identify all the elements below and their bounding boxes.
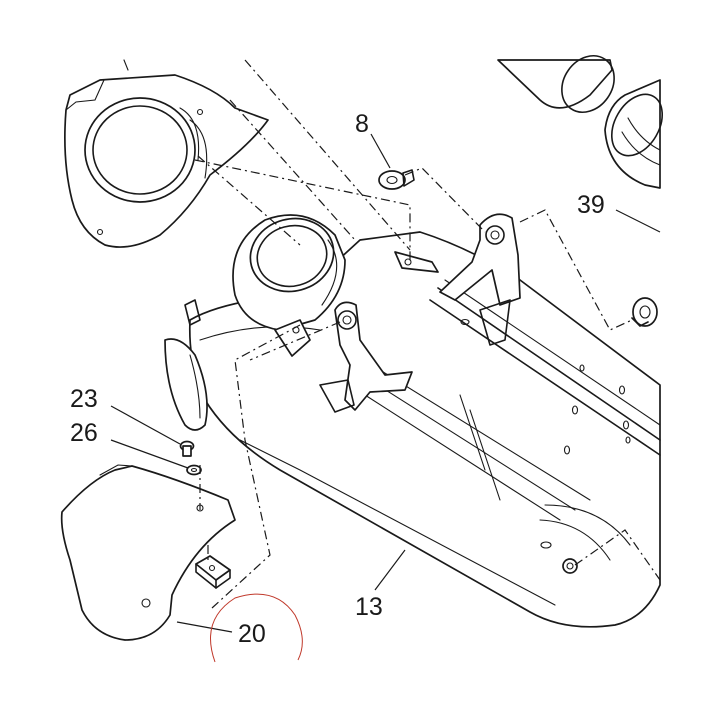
upper-right-tube (497, 55, 664, 189)
callout-39: 39 (577, 191, 605, 219)
top-tab (394, 251, 439, 273)
part-39-grommet (631, 297, 658, 327)
part-23-bolt (179, 440, 195, 457)
lower-heat-guard (60, 464, 236, 641)
callout-8: 8 (355, 110, 369, 138)
upper-bracket (439, 213, 521, 346)
muffler-inlet (232, 214, 346, 331)
callout-13: 13 (355, 593, 383, 621)
highlight-circle (210, 593, 303, 663)
left-tab (274, 319, 311, 357)
leader-lines (110, 133, 661, 633)
callout-20: 20 (238, 620, 266, 648)
heat-shield-cap (64, 59, 269, 248)
part-20-clip-nut (195, 555, 231, 589)
callout-23: 23 (70, 385, 98, 413)
assembly-lines (194, 59, 661, 609)
muffler-body (188, 231, 661, 628)
mid-bracket (319, 301, 413, 413)
part-8-grommet (378, 169, 415, 190)
callout-labels: 8 39 23 26 13 20 (70, 110, 605, 648)
muffler-end-plate (164, 299, 208, 431)
callout-26: 26 (70, 419, 98, 447)
part-26-washer (186, 464, 202, 476)
rear-mount-bolt (562, 558, 578, 574)
